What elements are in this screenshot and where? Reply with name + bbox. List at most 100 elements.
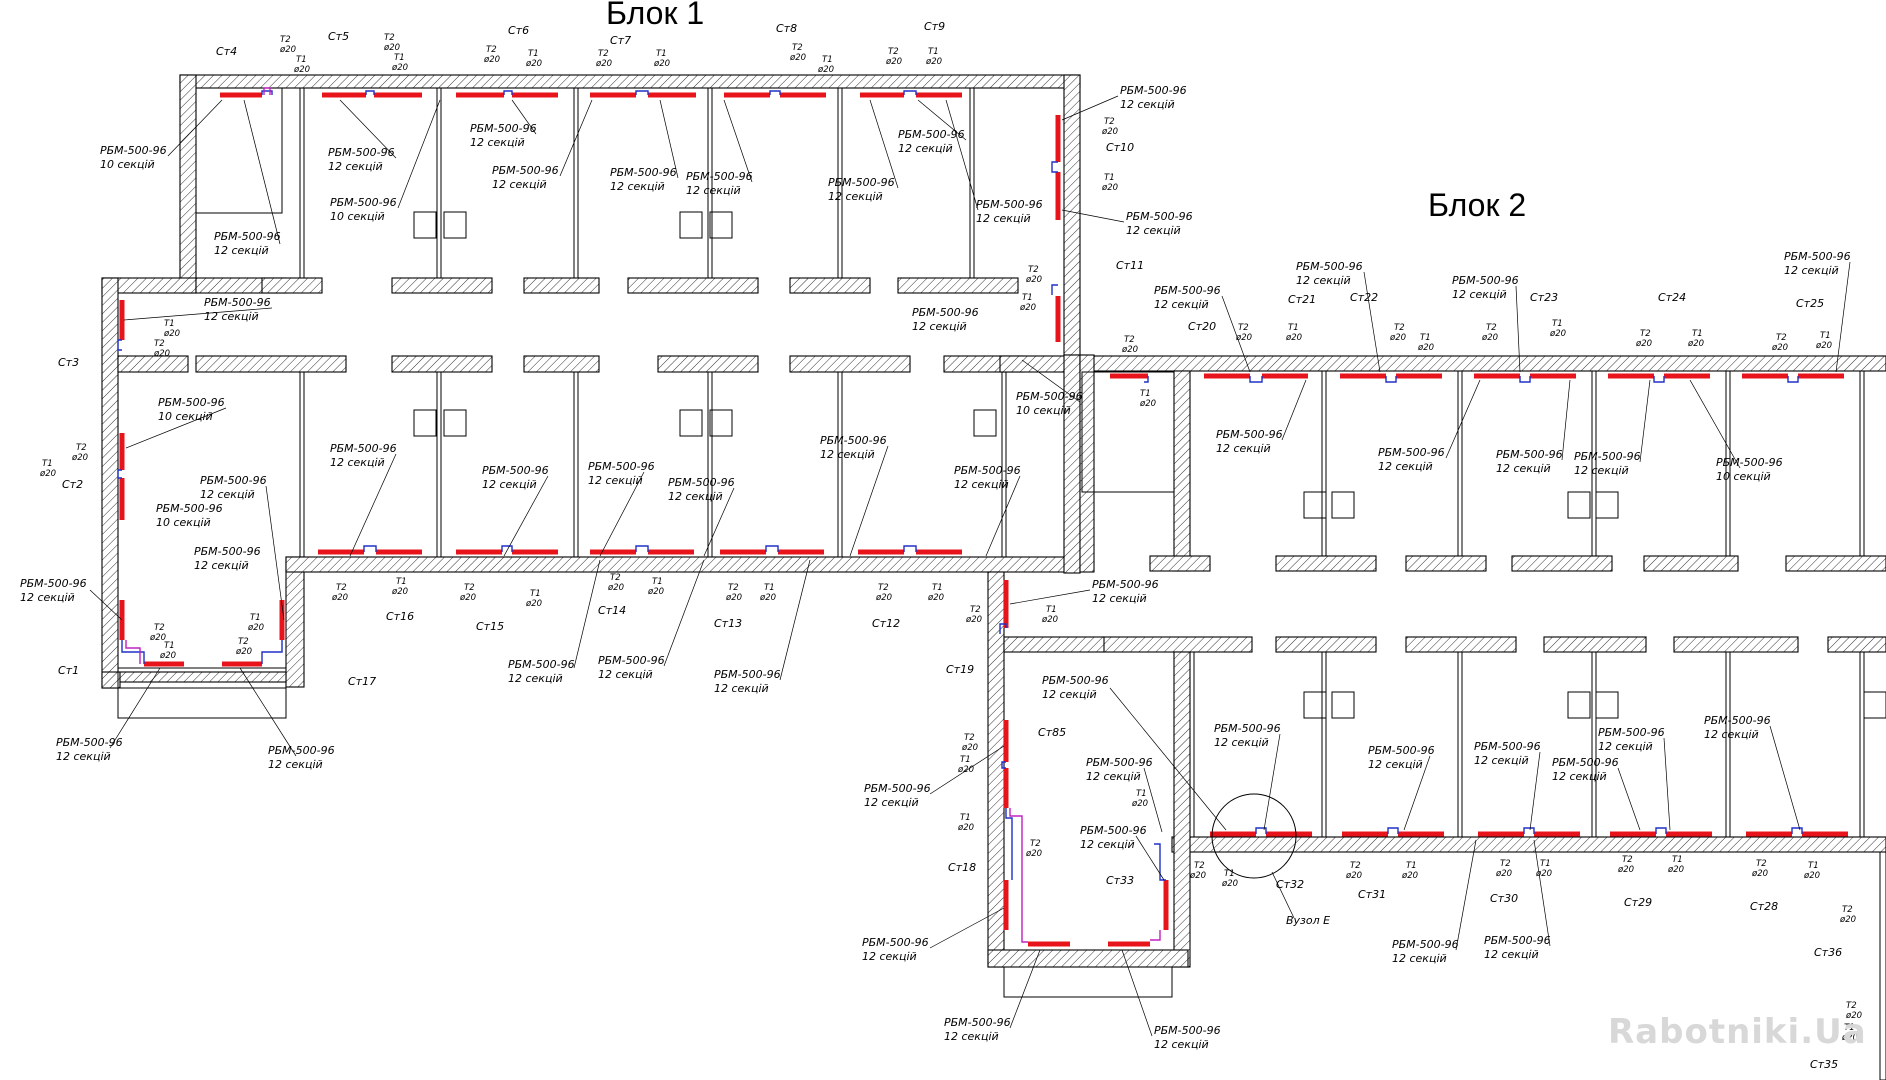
- riser-label: Ст16: [386, 610, 414, 623]
- svg-text:Т2: Т2: [154, 339, 165, 349]
- svg-text:Т2: Т2: [464, 583, 475, 593]
- svg-text:Т2: Т2: [792, 43, 803, 53]
- radiator-label: 12 секцій: [610, 180, 665, 193]
- riser-label: Ст9: [924, 20, 945, 33]
- svg-text:ø20: ø20: [163, 329, 180, 339]
- svg-text:ø20: ø20: [961, 743, 978, 753]
- riser-label: Ст8: [776, 22, 797, 35]
- svg-text:Т2: Т2: [76, 443, 87, 453]
- svg-text:ø20: ø20: [153, 349, 170, 359]
- svg-text:Т2: Т2: [154, 623, 165, 633]
- radiator-label: РБМ-500-96: [1080, 824, 1147, 837]
- svg-text:Т1: Т1: [1224, 869, 1235, 879]
- radiator-label: 12 секцій: [470, 136, 525, 149]
- radiator-label: РБМ-500-96: [1214, 722, 1281, 735]
- radiator-label: РБМ-500-96: [828, 176, 895, 189]
- svg-text:Т2: Т2: [1640, 329, 1651, 339]
- radiator-label: РБМ-500-96: [598, 654, 665, 667]
- block-1-title: Блок 1: [606, 0, 704, 31]
- radiator-label: 12 секцій: [1474, 754, 1529, 767]
- radiator-label: 12 секцій: [1080, 838, 1135, 851]
- svg-text:Т2: Т2: [1500, 859, 1511, 869]
- svg-text:ø20: ø20: [647, 587, 664, 597]
- svg-text:ø20: ø20: [279, 45, 296, 55]
- riser-label: Ст12: [872, 617, 900, 630]
- svg-text:ø20: ø20: [1221, 879, 1238, 889]
- radiator-label: 12 секцій: [1126, 224, 1181, 237]
- radiator-label: 12 секцій: [1154, 298, 1209, 311]
- svg-text:Т1: Т1: [396, 577, 407, 587]
- radiator-label: 10 секцій: [1016, 404, 1071, 417]
- svg-text:ø20: ø20: [759, 593, 776, 603]
- radiator-label: 12 секцій: [194, 559, 249, 572]
- riser-label: Ст33: [1106, 874, 1134, 887]
- svg-text:ø20: ø20: [1025, 849, 1042, 859]
- svg-text:ø20: ø20: [1121, 345, 1138, 355]
- riser-label: Ст5: [328, 30, 349, 43]
- svg-text:ø20: ø20: [1771, 343, 1788, 353]
- radiator-label: РБМ-500-96: [686, 170, 753, 183]
- radiator-label: РБМ-500-96: [1086, 756, 1153, 769]
- svg-text:ø20: ø20: [1131, 799, 1148, 809]
- radiator-label: РБМ-500-96: [470, 122, 537, 135]
- radiator-label: 10 секцій: [156, 516, 211, 529]
- radiator-label: 12 секцій: [214, 244, 269, 257]
- svg-text:ø20: ø20: [1401, 871, 1418, 881]
- svg-text:ø20: ø20: [1345, 871, 1362, 881]
- node-e-label: Вузол Е: [1286, 914, 1330, 927]
- svg-text:ø20: ø20: [391, 63, 408, 73]
- svg-text:ø20: ø20: [71, 453, 88, 463]
- radiator-label: 12 секцій: [898, 142, 953, 155]
- svg-text:ø20: ø20: [725, 593, 742, 603]
- svg-text:Т2: Т2: [384, 33, 395, 43]
- radiator-label: РБМ-500-96: [328, 146, 395, 159]
- svg-text:ø20: ø20: [525, 599, 542, 609]
- radiator-label: 12 секцій: [56, 750, 111, 763]
- svg-text:Т1: Т1: [1406, 861, 1417, 871]
- riser-label: Ст15: [476, 620, 504, 633]
- radiator-label: РБМ-500-96: [482, 464, 549, 477]
- riser-label: Ст35: [1810, 1058, 1838, 1071]
- riser-label: Ст32: [1276, 878, 1304, 891]
- svg-text:Т1: Т1: [960, 755, 971, 765]
- riser-label: Ст30: [1490, 892, 1518, 905]
- svg-text:Т2: Т2: [1238, 323, 1249, 333]
- svg-text:Т1: Т1: [1808, 861, 1819, 871]
- riser-label: Ст2: [62, 478, 83, 491]
- svg-text:Т2: Т2: [1846, 1001, 1857, 1011]
- svg-text:ø20: ø20: [1495, 869, 1512, 879]
- svg-text:ø20: ø20: [247, 623, 264, 633]
- radiator-label: 12 секцій: [204, 310, 259, 323]
- radiator-label: РБМ-500-96: [20, 577, 87, 590]
- svg-text:ø20: ø20: [1235, 333, 1252, 343]
- svg-text:Т1: Т1: [42, 459, 53, 469]
- svg-text:ø20: ø20: [885, 57, 902, 67]
- riser-label: Ст36: [1814, 946, 1842, 959]
- radiator-label: РБМ-500-96: [1120, 84, 1187, 97]
- svg-text:Т2: Т2: [1622, 855, 1633, 865]
- radiator-label: РБМ-500-96: [820, 434, 887, 447]
- radiator-label: РБМ-500-96: [610, 166, 677, 179]
- svg-text:Т1: Т1: [1046, 605, 1057, 615]
- radiator-label: РБМ-500-96: [1704, 714, 1771, 727]
- svg-text:ø20: ø20: [1841, 1033, 1858, 1043]
- radiator-label: 10 секцій: [158, 410, 213, 423]
- svg-text:ø20: ø20: [525, 59, 542, 69]
- svg-text:Т2: Т2: [598, 49, 609, 59]
- svg-text:Т2: Т2: [1194, 861, 1205, 871]
- radiator-label: 10 секцій: [1716, 470, 1771, 483]
- radiator-label: 12 секцій: [1574, 464, 1629, 477]
- radiator-label: РБМ-500-96: [1092, 578, 1159, 591]
- svg-text:Т2: Т2: [1104, 117, 1115, 127]
- svg-text:Т2: Т2: [1350, 861, 1361, 871]
- svg-text:Т2: Т2: [1030, 839, 1041, 849]
- svg-text:Т2: Т2: [1028, 265, 1039, 275]
- riser-label: Ст14: [598, 604, 626, 617]
- radiator-label: 12 секцій: [912, 320, 967, 333]
- radiator-label: 12 секцій: [954, 478, 1009, 491]
- svg-text:ø20: ø20: [1667, 865, 1684, 875]
- radiator-label: 12 секцій: [588, 474, 643, 487]
- radiator-label: РБМ-500-96: [588, 460, 655, 473]
- svg-text:ø20: ø20: [1803, 871, 1820, 881]
